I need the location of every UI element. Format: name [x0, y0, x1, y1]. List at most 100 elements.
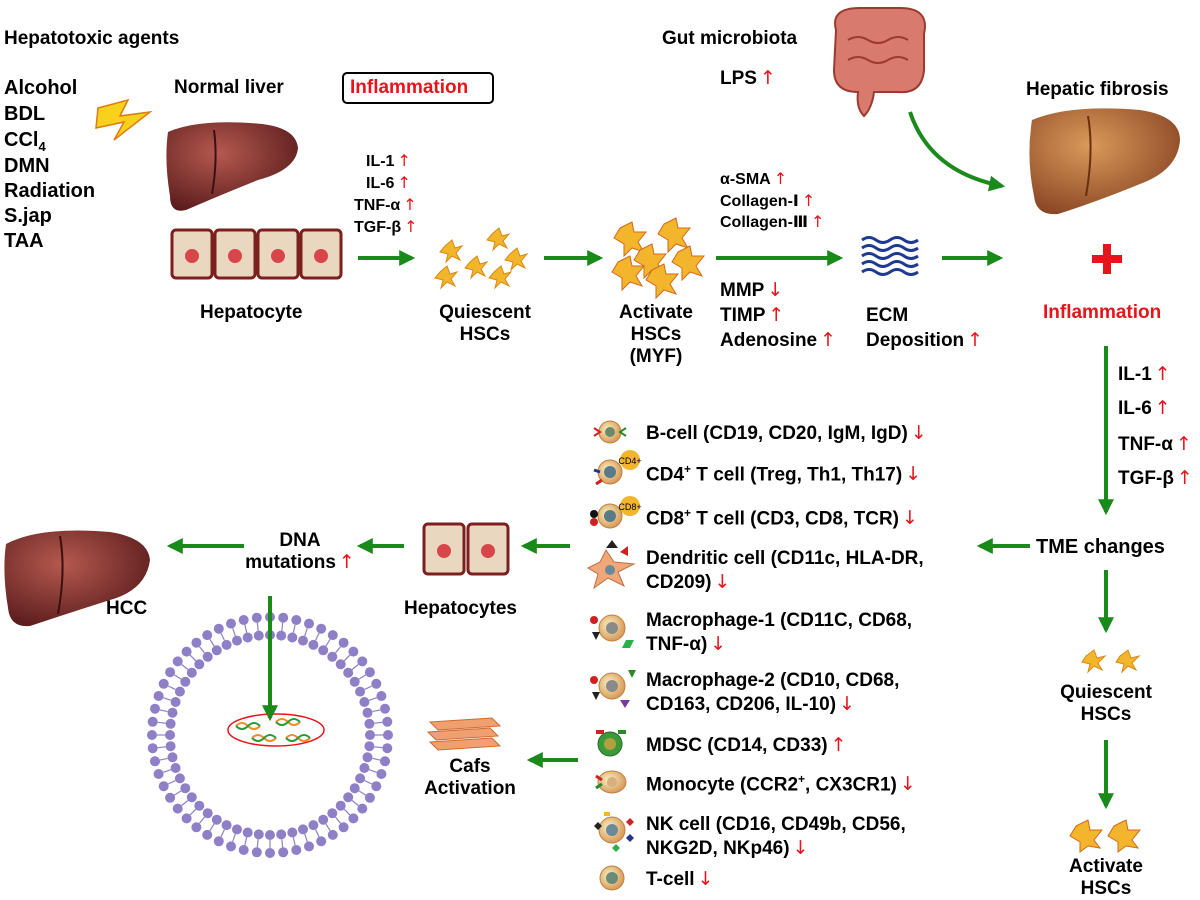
- lipid-tail: [315, 829, 320, 838]
- agent-item: TAA: [4, 230, 44, 252]
- agent-item: S.jap: [4, 205, 52, 227]
- lipid-tail: [173, 790, 182, 796]
- lipid-head: [308, 639, 319, 650]
- lipid-tail: [358, 674, 367, 680]
- lipid-head: [376, 769, 387, 779]
- mdsc-icon: [596, 730, 626, 757]
- lipid-head: [221, 639, 232, 650]
- immune-row-mdsc: MDSC (CD14, CD33)↑: [646, 734, 847, 756]
- lipid-head: [362, 752, 373, 763]
- svg-text:CD8+: CD8+: [618, 502, 641, 512]
- lipid-tail: [372, 757, 381, 761]
- lipid-head: [165, 792, 176, 803]
- lipid-head: [221, 820, 232, 831]
- lipid-tail: [189, 654, 197, 662]
- ccl-subscript: 4: [38, 139, 46, 154]
- cd4-t-cell-icon: CD4+: [593, 450, 642, 486]
- lipid-head: [343, 667, 354, 678]
- lipid-tail: [167, 780, 176, 785]
- lipid-tail: [281, 622, 284, 631]
- lipid-head: [211, 645, 222, 656]
- lipid-head: [327, 651, 338, 662]
- lipid-head: [238, 615, 249, 625]
- lipid-tail: [199, 816, 205, 824]
- lipid-head: [318, 645, 329, 656]
- hepatocyte-label: Hepatocyte: [200, 302, 303, 323]
- lipid-head: [287, 632, 298, 643]
- lipid-tail: [173, 674, 182, 680]
- t-cell-icon: [599, 865, 625, 891]
- lipid-tail: [374, 721, 383, 724]
- ecm-label-2: Deposition↑: [866, 329, 984, 351]
- lipid-tail: [209, 638, 215, 647]
- immune-row-t-cell: T-cell↓: [646, 868, 714, 890]
- cell-membrane-icon: [147, 612, 393, 858]
- lipid-head: [150, 756, 160, 767]
- lipid-head: [226, 618, 236, 629]
- lipid-tail: [281, 839, 284, 848]
- lipid-tail: [325, 638, 331, 647]
- lipid-head: [153, 769, 164, 779]
- lipid-head: [226, 841, 236, 852]
- lipid-head: [304, 841, 314, 852]
- lipid-head: [278, 612, 289, 623]
- immune-row-cd4: CD4+ T cell (Treg, Th1, Th17)↓: [646, 462, 922, 486]
- lipid-head: [348, 646, 359, 657]
- quiescent-hsc-right: [1081, 649, 1141, 674]
- marker-asma: α-SMA↑: [720, 169, 788, 188]
- lipid-tail: [220, 632, 225, 641]
- lipid-head: [364, 667, 375, 678]
- lipid-head: [265, 830, 275, 840]
- lipid-head: [150, 703, 160, 714]
- lipid-head: [338, 637, 349, 648]
- activated-hsc-cluster: [611, 217, 706, 300]
- lipid-head: [276, 829, 287, 840]
- lipid-head: [265, 848, 275, 858]
- lipid-tail: [232, 628, 236, 637]
- lipid-head: [211, 814, 222, 825]
- caf-icon: [426, 717, 502, 751]
- hepatocytes-cells: [422, 522, 510, 576]
- agent-item: CCl: [4, 129, 39, 151]
- lipid-head: [355, 773, 366, 784]
- lipid-head: [359, 763, 370, 773]
- lipid-tail: [304, 833, 308, 842]
- lipid-head: [380, 703, 390, 714]
- cytokine-tgf: TGF-β↑: [354, 217, 418, 236]
- lipid-head: [291, 845, 302, 855]
- lipid-head: [287, 827, 298, 838]
- macrophage-1-icon: [590, 614, 634, 648]
- inflammation-box: [342, 72, 494, 104]
- lipid-head: [291, 615, 302, 625]
- lipid-tail: [335, 816, 341, 824]
- lipid-tail: [351, 800, 359, 806]
- lipid-head: [349, 783, 360, 794]
- lipid-tail: [315, 632, 320, 641]
- lipid-head: [202, 651, 213, 662]
- lipid-head: [158, 678, 169, 689]
- lipid-tail: [256, 622, 259, 631]
- lipid-tail: [335, 646, 341, 654]
- lipid-head: [191, 637, 202, 648]
- lipid-head: [304, 618, 314, 629]
- lipid-head: [348, 813, 359, 824]
- dna-icon: [235, 718, 311, 742]
- lipid-tail: [159, 757, 168, 761]
- lipid-tail: [244, 624, 248, 633]
- lipid-head: [327, 630, 338, 641]
- lipid-head: [335, 800, 346, 811]
- lipid-head: [371, 678, 382, 689]
- lipid-head: [167, 752, 178, 763]
- marker-mmp: MMP↓: [720, 279, 784, 301]
- lipid-head: [364, 718, 375, 729]
- hepatocytes-label: Hepatocytes: [404, 598, 517, 619]
- flow-arrows: [166, 111, 1114, 810]
- lipid-head: [364, 792, 375, 803]
- cytokine-il1: IL-1↑: [366, 151, 411, 170]
- lipid-head: [383, 730, 393, 740]
- lipid-head: [371, 781, 382, 792]
